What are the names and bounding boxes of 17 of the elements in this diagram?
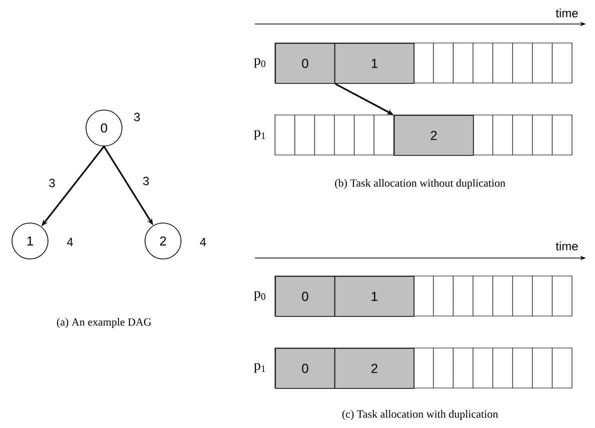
task-block: 1 [334, 43, 414, 84]
task-weight: 4 [200, 238, 206, 246]
subfigure-caption: (c) Task allocation with duplication [342, 410, 498, 420]
task-weight: 3 [134, 112, 140, 122]
task-block: 1 [334, 276, 414, 317]
task-block: 2 [394, 115, 474, 156]
axis-label: time [556, 242, 578, 250]
task-block: 0 [275, 276, 336, 317]
processor-label: p$_{1}$ [254, 130, 266, 140]
task-block: 2 [334, 348, 414, 389]
subfigure-caption: (a) An example DAG [57, 318, 152, 328]
task-block: 0 [275, 43, 336, 84]
edge-label: 3 [143, 176, 149, 186]
task-weight: 4 [66, 238, 73, 246]
task-block: 0 [275, 348, 336, 389]
edge-label: 3 [49, 178, 55, 188]
axis-label: time [556, 8, 578, 18]
